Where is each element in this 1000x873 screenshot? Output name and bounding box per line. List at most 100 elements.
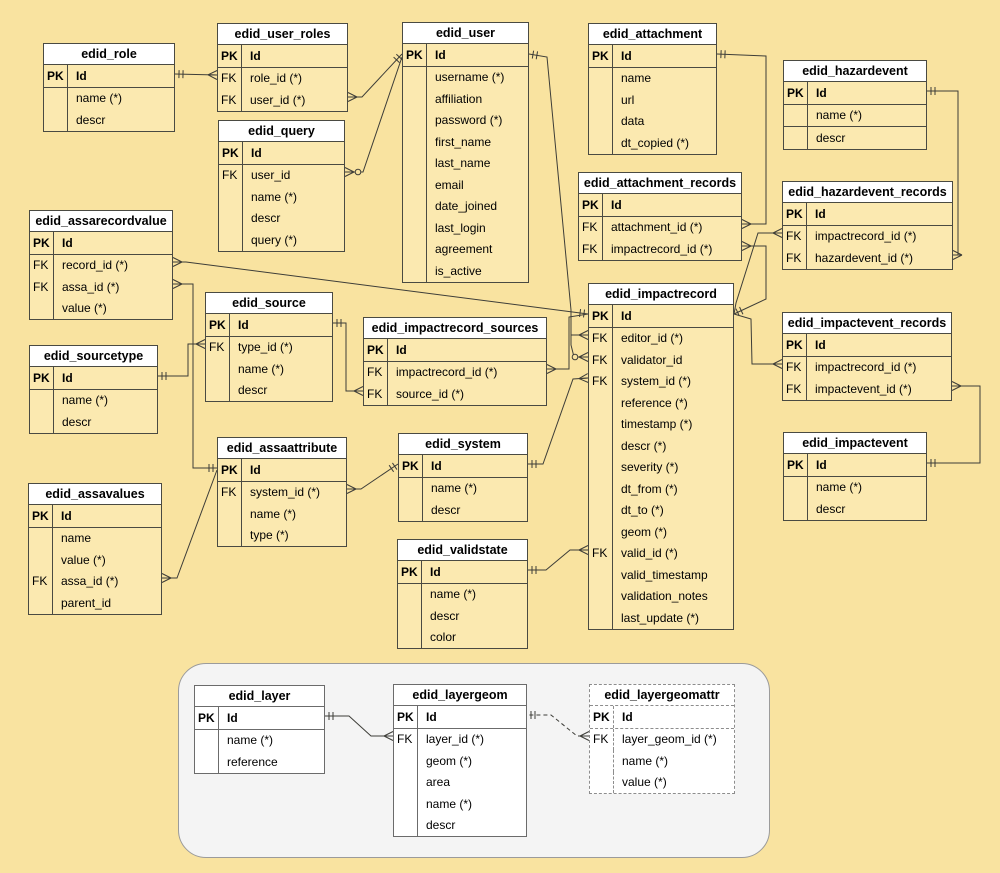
key-empty xyxy=(394,750,418,772)
field-label: agreement xyxy=(435,242,493,257)
field-label: first_name xyxy=(435,134,492,149)
field-label: Id xyxy=(62,370,73,385)
key-empty xyxy=(29,549,53,571)
table-row-value: value (*) xyxy=(590,771,734,793)
field-label: data xyxy=(621,114,645,129)
key-empty xyxy=(394,793,418,815)
table-title: edid_impactevent_records xyxy=(783,313,951,334)
key-empty xyxy=(589,456,613,478)
table-row-name: name (*) xyxy=(398,583,527,605)
key-empty xyxy=(195,751,219,773)
table-title: edid_layer xyxy=(195,686,324,707)
table-row-descr: descr (*) xyxy=(589,435,733,457)
table-row-parent_id: parent_id xyxy=(29,592,161,614)
field-label: Id xyxy=(815,206,826,221)
key-label: FK xyxy=(219,164,243,186)
field-label: Id xyxy=(622,709,633,724)
field-label: Id xyxy=(611,197,622,212)
table-row-url: url xyxy=(589,89,716,111)
key-label: PK xyxy=(218,459,242,481)
table-row-geom: geom (*) xyxy=(394,750,526,772)
table-row-reference: reference xyxy=(195,751,324,773)
key-label: FK xyxy=(579,238,603,260)
key-empty xyxy=(589,435,613,457)
field-label: editor_id (*) xyxy=(621,331,684,346)
field-label: hazardevent_id (*) xyxy=(815,250,914,265)
table-title: edid_query xyxy=(219,121,344,142)
key-empty xyxy=(589,499,613,521)
table-row-agreement: agreement xyxy=(403,238,528,260)
table-row-email: email xyxy=(403,174,528,196)
key-empty xyxy=(394,771,418,793)
field-label: name (*) xyxy=(238,361,285,376)
field-label: impactevent_id (*) xyxy=(815,381,912,396)
field-label: record_id (*) xyxy=(62,258,129,273)
table-row-descr: descr xyxy=(398,605,527,627)
table-title: edid_system xyxy=(399,434,527,455)
table-title: edid_layergeom xyxy=(394,685,526,706)
field-label: system_id (*) xyxy=(621,374,692,389)
key-empty xyxy=(219,186,243,208)
field-label: layer_id (*) xyxy=(426,732,485,747)
field-label: descr xyxy=(76,112,106,127)
field-label: assa_id (*) xyxy=(61,574,119,589)
table-title: edid_source xyxy=(206,293,332,314)
field-label: url xyxy=(621,92,635,107)
key-empty xyxy=(589,413,613,435)
field-label: Id xyxy=(621,308,632,323)
key-empty xyxy=(589,585,613,607)
field-label: name (*) xyxy=(227,733,274,748)
key-empty xyxy=(219,229,243,251)
field-label: reference xyxy=(227,754,278,769)
table-title: edid_user xyxy=(403,23,528,44)
key-label: FK xyxy=(589,327,613,349)
table-row-date_joined: date_joined xyxy=(403,195,528,217)
key-empty xyxy=(403,195,427,217)
field-label: timestamp (*) xyxy=(621,417,693,432)
field-label: Id xyxy=(62,235,73,250)
key-empty xyxy=(589,67,613,89)
field-label: is_active xyxy=(435,263,482,278)
field-label: password (*) xyxy=(435,113,503,128)
table-title: edid_hazardevent_records xyxy=(783,182,952,203)
table-row-name: name (*) xyxy=(394,793,526,815)
key-empty xyxy=(590,750,614,772)
table-row-first_name: first_name xyxy=(403,131,528,153)
